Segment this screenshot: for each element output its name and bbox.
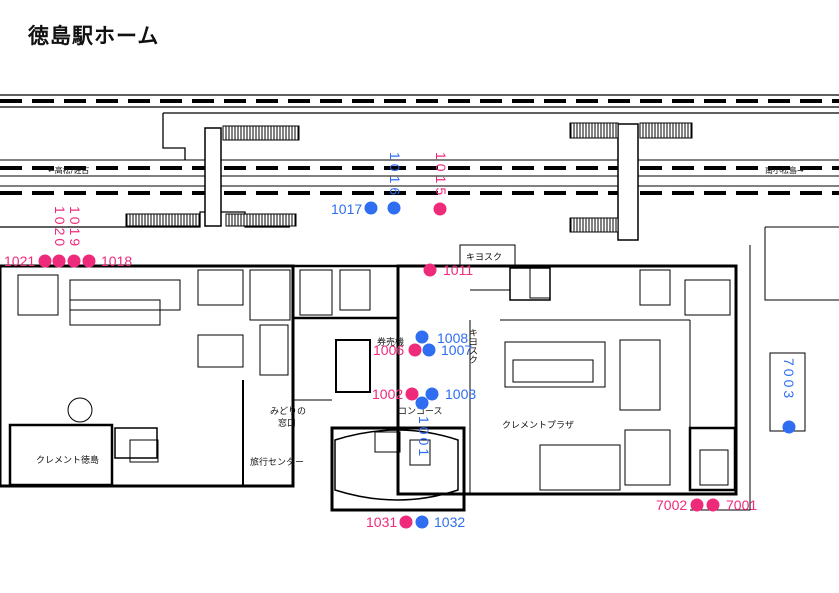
concourse-label: コンコース [398, 407, 443, 417]
stop-1016-marker[interactable] [387, 201, 401, 215]
stop-1015-label: 1015 [433, 152, 449, 199]
clement-tokushima-label: クレメント徳島 [36, 454, 99, 466]
stop-7002-marker[interactable] [690, 498, 704, 512]
stop-1008-marker[interactable] [415, 330, 429, 344]
stop-1031-marker[interactable] [399, 515, 413, 529]
stop-7002-label: 7002 [656, 497, 687, 513]
page-title: 徳島駅ホーム [28, 24, 160, 48]
stop-1016-label: 1016 [387, 152, 403, 199]
kiosk-top-label: キヨスク [466, 252, 502, 263]
bus-stop-markers: 1016 1015 1017 1020 1019 1021 1018 1011 … [4, 152, 797, 530]
stop-1017-label: 1017 [331, 201, 362, 217]
stop-1002-marker[interactable] [405, 387, 419, 401]
stop-1002-label: 1002 [372, 386, 403, 402]
stop-1001-marker[interactable] [415, 396, 429, 410]
stop-1015-marker[interactable] [433, 202, 447, 216]
stop-1007-marker[interactable] [422, 343, 436, 357]
midori-label-2: 窓口 [278, 417, 296, 429]
stop-1018-marker[interactable] [82, 254, 96, 268]
stop-7003-marker[interactable] [782, 420, 796, 434]
stop-1019-marker[interactable] [67, 254, 81, 268]
stop-1003-marker[interactable] [425, 387, 439, 401]
stop-1017-marker[interactable] [364, 201, 378, 215]
stop-7001-marker[interactable] [706, 498, 720, 512]
midori-label-1: みどりの [270, 406, 306, 417]
stop-7003-label: 7003 [781, 358, 797, 401]
stop-1031-label: 1031 [366, 514, 397, 530]
ticket-machine-label: 券売機 [377, 336, 404, 348]
stop-1006-label: 1006 [373, 342, 404, 358]
travel-center-label: 旅行センター [250, 456, 304, 468]
stop-1020-marker[interactable] [52, 254, 66, 268]
stop-1021-label: 1021 [4, 253, 35, 269]
bus-stop-7003-box [769, 352, 806, 432]
stop-1020-label: 1020 [52, 206, 68, 249]
stop-1021-marker[interactable] [38, 254, 52, 268]
stop-1019-label: 1019 [67, 206, 83, 249]
stop-1008-label: 1008 [437, 330, 468, 346]
stop-1001-label: 1001 [416, 416, 432, 459]
direction-west: ←高松/佐古 [48, 165, 89, 175]
stop-1032-marker[interactable] [415, 515, 429, 529]
platform-outline [0, 112, 839, 228]
interior-detail [17, 267, 731, 494]
station-building [0, 244, 738, 512]
direction-east: 南小松島→ [765, 165, 804, 175]
tracks [0, 94, 839, 195]
stop-1011-label: 1011 [443, 262, 473, 278]
stop-7001-label: 7001 [726, 497, 757, 513]
right-outline [690, 226, 839, 511]
stop-1011-marker[interactable] [423, 263, 437, 277]
stop-1006-marker[interactable] [408, 343, 422, 357]
kiosk-side-label: キヨスク [467, 328, 477, 364]
platform-stairs [125, 122, 693, 241]
stop-1003-label: 1003 [445, 386, 476, 402]
stop-1018-label: 1018 [101, 253, 132, 269]
stop-1032-label: 1032 [434, 514, 465, 530]
clement-plaza-label: クレメントプラザ [502, 420, 574, 431]
stop-1007-label: 1007 [441, 342, 472, 358]
